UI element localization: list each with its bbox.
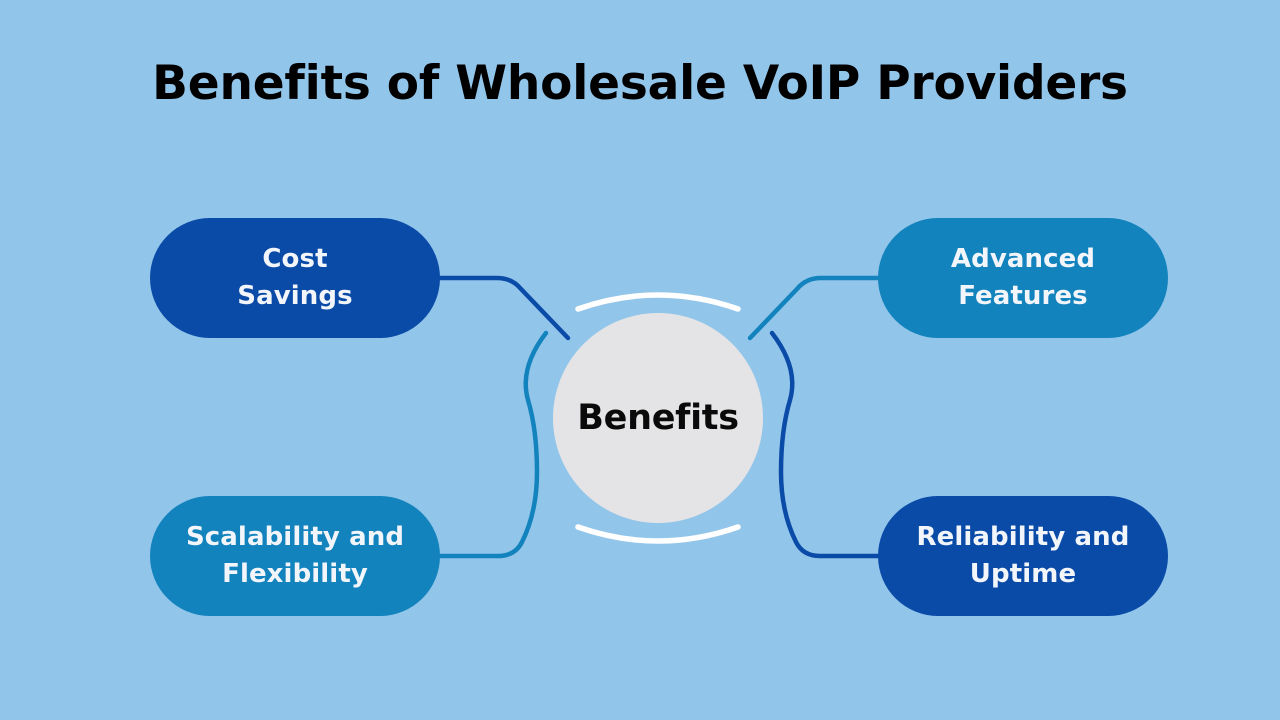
node-cost-savings-label: Cost Savings xyxy=(237,241,352,315)
center-label: Benefits xyxy=(577,398,739,438)
node-scalability-flexibility-line1: Scalability and xyxy=(185,522,405,553)
connector-advanced-features xyxy=(747,275,881,341)
connector-cost-savings xyxy=(437,275,571,341)
node-reliability-uptime-line1: Reliability and xyxy=(916,522,1130,553)
page-title: Benefits of Wholesale VoIP Providers xyxy=(152,56,1128,111)
node-reliability-uptime-line2: Uptime xyxy=(969,559,1077,589)
node-reliability-uptime[interactable]: Reliability and Uptime xyxy=(878,496,1168,616)
hub-ring-arc-top xyxy=(575,292,741,312)
connector-scalability xyxy=(437,330,549,559)
hub-ring-arc-bottom xyxy=(575,524,741,544)
node-cost-savings-line2: Savings xyxy=(237,281,353,311)
node-scalability-flexibility[interactable]: Scalability and Flexibility xyxy=(150,496,440,616)
node-cost-savings-line1: Cost xyxy=(262,244,328,275)
node-cost-savings[interactable]: Cost Savings xyxy=(150,218,440,338)
connector-reliability xyxy=(769,330,881,559)
node-scalability-flexibility-label: Scalability and Flexibility xyxy=(186,519,404,593)
center-circle xyxy=(553,313,763,523)
node-reliability-uptime-label: Reliability and Uptime xyxy=(917,519,1130,593)
node-advanced-features-line1: Advanced xyxy=(950,244,1096,275)
node-scalability-flexibility-line2: Flexibility xyxy=(222,559,368,589)
center-hub[interactable]: Benefits xyxy=(553,313,763,523)
node-advanced-features-line2: Features xyxy=(958,281,1088,311)
node-advanced-features[interactable]: Advanced Features xyxy=(878,218,1168,338)
node-advanced-features-label: Advanced Features xyxy=(951,241,1095,315)
